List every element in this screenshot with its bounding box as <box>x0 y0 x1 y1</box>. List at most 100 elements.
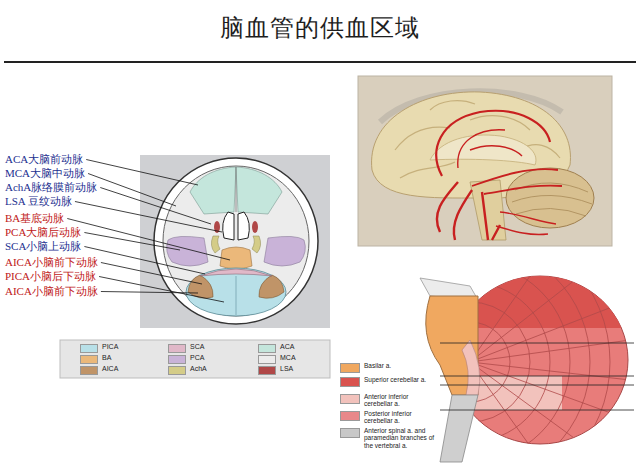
folia <box>470 276 630 446</box>
folia-group <box>330 222 632 465</box>
folia <box>350 242 590 465</box>
legend-item: ACA <box>258 343 294 353</box>
artery-label: AchA脉络膜前动脉 <box>5 180 97 195</box>
legend-text: AchA <box>190 365 207 373</box>
ba-territory <box>220 247 252 269</box>
legend-text: PICA <box>102 343 118 351</box>
leader-line <box>86 160 198 186</box>
artery-label: ACA大脑前动脉 <box>5 152 83 167</box>
corpus-callosum <box>430 135 536 165</box>
legend-item: MCA <box>258 354 296 364</box>
artery-label: PCA大脑后动脉 <box>5 225 81 240</box>
leader-line <box>101 292 198 294</box>
leader-line <box>101 263 202 285</box>
legend-item: Superior cerebellar a. <box>340 376 436 387</box>
acha-territory <box>211 236 220 253</box>
artery <box>496 212 556 235</box>
legend-swatch <box>340 377 360 387</box>
legend-swatch <box>168 355 186 364</box>
folia <box>330 222 610 465</box>
legend-text: AICA <box>102 365 118 373</box>
pca-territory <box>167 236 208 266</box>
legend-text: Basilar a. <box>364 362 436 369</box>
legend-text: SCA <box>190 343 204 351</box>
ventricle <box>238 212 249 240</box>
legend-text: Posterior inferior cerebellar a. <box>364 410 436 425</box>
page-title: 脑血管的供血区域 <box>0 12 640 44</box>
medulla <box>440 395 478 462</box>
artery-label: AICA小脑前下动脉 <box>5 284 98 299</box>
aca-territory <box>236 167 282 214</box>
legend-text: ACA <box>280 343 294 351</box>
midline <box>236 276 237 315</box>
legend-text: LSA <box>280 365 293 373</box>
artery-label: MCA大脑中动脉 <box>5 166 85 181</box>
leader-line <box>88 174 176 207</box>
artery-label: BA基底动脉 <box>5 211 64 226</box>
artery <box>472 169 562 194</box>
legend-text: MCA <box>280 354 296 362</box>
cerebellum <box>506 168 594 228</box>
section-line <box>440 410 634 411</box>
leader-line <box>75 202 222 233</box>
artery-label: SCA小脑上动脉 <box>5 239 81 254</box>
pica-territory <box>186 268 286 316</box>
legend-item: Anterior inferior cerebellar a. <box>340 393 436 408</box>
legend-item: Posterior inferior cerebellar a. <box>340 410 436 425</box>
title-rule <box>4 61 636 63</box>
ventricle <box>223 212 234 240</box>
artery-label: PICA小脑后下动脉 <box>5 269 96 284</box>
acha-territory <box>252 236 261 253</box>
section-line <box>440 385 634 386</box>
legend-item: Basilar a. <box>340 362 436 373</box>
sca-territory <box>200 269 272 276</box>
legend-text: Anterior inferior cerebellar a. <box>364 393 436 408</box>
legend-item: PCA <box>168 354 204 364</box>
artery-label: LSA 豆纹动脉 <box>5 194 72 209</box>
legend-swatch <box>168 344 186 353</box>
legend-text: PCA <box>190 354 204 362</box>
aica-territory <box>462 340 480 395</box>
sca-territory <box>452 276 632 328</box>
artery <box>436 111 550 176</box>
pca-territory <box>264 236 305 266</box>
legend-swatch <box>258 366 276 375</box>
section-line <box>440 376 634 377</box>
aica-territory <box>188 275 213 298</box>
legend-text: BA <box>102 354 111 362</box>
midline <box>236 167 237 212</box>
legend-text: Anterior spinal a. and paramedian branch… <box>364 427 436 449</box>
diagram-ground <box>140 155 330 328</box>
legend-swatch <box>258 355 276 364</box>
legend-item: AICA <box>80 365 118 375</box>
leader-line <box>84 247 205 275</box>
legend-swatch <box>80 366 98 375</box>
leader-line <box>84 233 180 251</box>
legend-item: BA <box>80 354 111 364</box>
artery <box>437 182 500 240</box>
leader-line <box>99 277 224 303</box>
legend-swatch <box>258 344 276 353</box>
artery <box>458 130 522 168</box>
legend-item: AchA <box>168 365 207 375</box>
legend-swatch <box>340 428 360 438</box>
legend-item: Anterior spinal a. and paramedian branch… <box>340 427 436 449</box>
brain-outline <box>163 166 309 316</box>
aica-territory <box>259 275 284 298</box>
artery-label: AICA小脑前下动脉 <box>5 255 98 270</box>
section-line <box>440 343 634 344</box>
legend-swatch <box>80 355 98 364</box>
legend-text: Superior cerebellar a. <box>364 376 436 383</box>
legend-box <box>60 340 330 378</box>
lsa-territory <box>252 221 258 233</box>
aca-territory <box>190 167 236 214</box>
legend-item: LSA <box>258 365 293 375</box>
legend-swatch <box>340 394 360 404</box>
skull-outline <box>154 158 318 324</box>
legend-item: PICA <box>80 343 118 353</box>
photo-ground <box>358 76 612 246</box>
legend-swatch <box>80 344 98 353</box>
